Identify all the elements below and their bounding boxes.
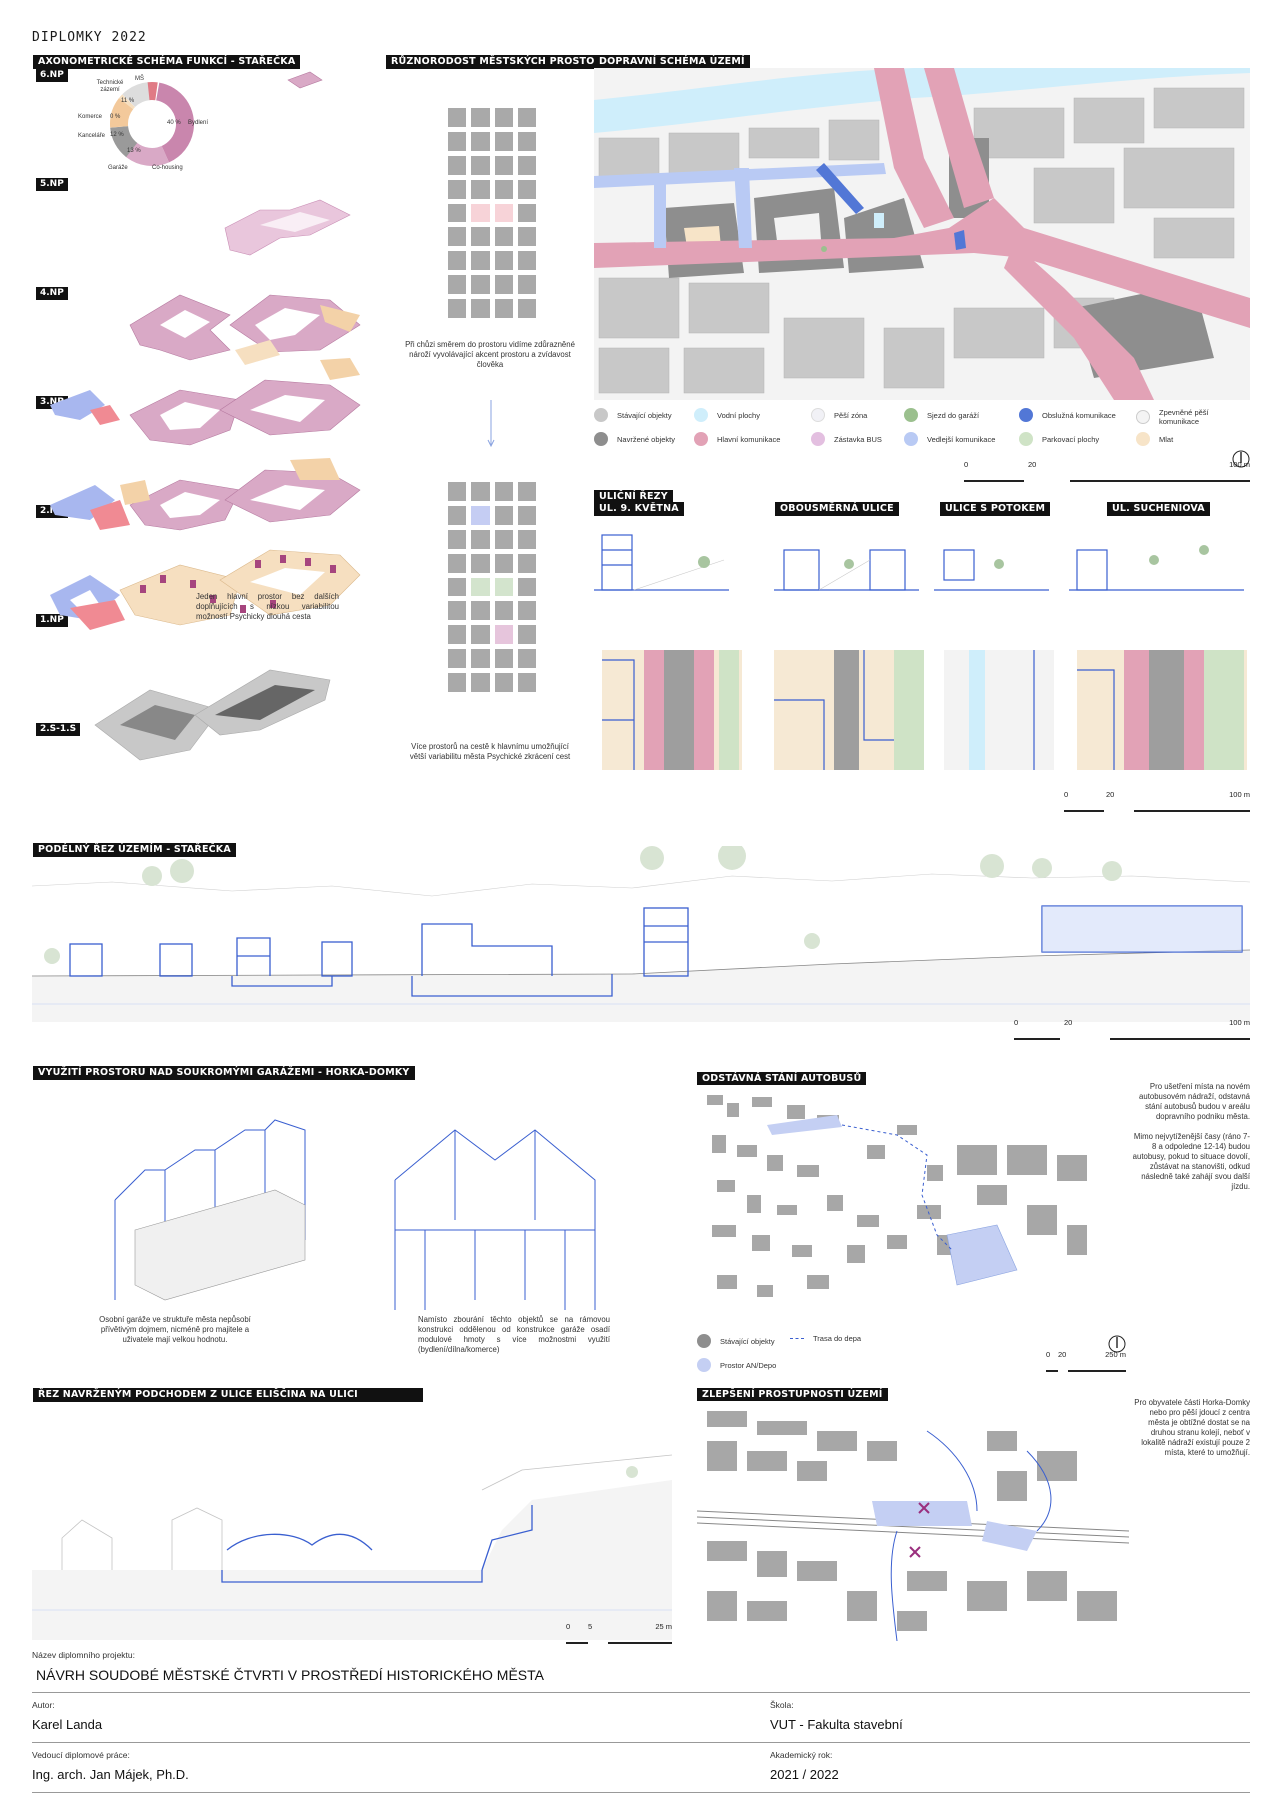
legend-vedlejsi: Vedlejší komunikace <box>904 432 995 446</box>
donut-label-kancelare: Kanceláře <box>78 133 106 139</box>
permeability-section-title: ZLEPŠENÍ PROSTUPNOSTI ÚZEMÍ <box>697 1388 888 1402</box>
donut-value-komerce: 0 % <box>110 114 121 120</box>
axo-floors-drawing <box>50 71 361 761</box>
long-section-drawing <box>32 846 1250 1022</box>
legend-vodni: Vodní plochy <box>694 408 760 422</box>
academic-year: 2021 / 2022 <box>770 1767 839 1782</box>
permeability-map <box>697 1401 1129 1641</box>
diverse-section-title: RŮZNORODOST MĚSTSKÝCH PROSTOR <box>386 55 608 69</box>
underpass-drawing <box>32 1454 672 1640</box>
bus-scale-bar: 0 20 250 m <box>1046 1350 1126 1374</box>
traffic-scale-bar: 0 20 100 m <box>964 460 1250 484</box>
page-title: DIPLOMKY 2022 <box>32 30 147 45</box>
street-section-potok: ULICE S POTOKEM <box>940 502 1051 516</box>
donut-label-ms: MŠ <box>135 76 144 82</box>
legend-navrzene: Navržené objekty <box>594 432 675 446</box>
donut-value-garaze: 13 % <box>127 148 141 154</box>
axo-section-title: AXONOMETRICKÉ SCHÉMA FUNKCÍ - STAŘEČKA <box>33 55 301 69</box>
floor-label-basement: 2.S-1.S <box>36 723 81 736</box>
garages-text-2: Namísto zbourání těchto objektů se na rá… <box>418 1315 610 1354</box>
traffic-section-title: DOPRAVNÍ SCHÉMA ÚZEMÍ <box>594 55 750 69</box>
garages-section-title: VYUŽITÍ PROSTORU NAD SOUKROMÝMI GARÁŽEMI… <box>33 1066 415 1080</box>
school-name: VUT - Fakulta stavební <box>770 1717 903 1732</box>
bus-north-arrow-icon <box>1108 1335 1126 1353</box>
floor-label-6np: 6.NP <box>36 69 68 82</box>
grid-diagram-bottom <box>448 482 536 692</box>
bus-legend-stavajici: Stávající objekty <box>697 1334 775 1348</box>
axo-note: Jeden hlavní prostor bez dalších doplňuj… <box>196 592 339 621</box>
donut-value-bydleni: 40 % <box>167 120 181 126</box>
function-donut-chart <box>110 82 194 166</box>
legend-sjezd: Sjezd do garáží <box>904 408 979 422</box>
diverse-text-1: Při chůzi směrem do prostoru vidíme zdůr… <box>405 340 575 369</box>
street-sections-drawing <box>594 534 1247 770</box>
long-section-title: PODÉLNÝ ŘEZ ÚZEMÍM - STAŘEČKA <box>33 843 236 857</box>
bus-map <box>697 1085 1129 1329</box>
donut-label-cohousing: Co-housing <box>152 165 183 171</box>
author-label: Autor: <box>32 1700 55 1710</box>
bus-text: Pro ušetření místa na novém autobusovém … <box>1132 1082 1250 1191</box>
legend-parkovaci: Parkovací plochy <box>1019 432 1099 446</box>
legend-zpevnene: Zpevněné pěší komunikace <box>1136 408 1236 426</box>
donut-value-kancelare: 12 % <box>110 132 124 138</box>
garages-text-1: Osobní garáže ve struktuře města nepůsob… <box>99 1315 251 1344</box>
legend-pesi-zona: Pěší zóna <box>811 408 867 422</box>
legend-hlavni: Hlavní komunikace <box>694 432 780 446</box>
street-section-sucheniova: UL. SUCHENIOVA <box>1107 502 1210 516</box>
year-label: Akademický rok: <box>770 1750 833 1760</box>
supervisor-name: Ing. arch. Jan Májek, Ph.D. <box>32 1767 189 1782</box>
legend-zastavka: Zástavka BUS <box>811 432 882 446</box>
legend-mlat: Mlat <box>1136 432 1173 446</box>
donut-value-tech: 11 % <box>121 98 135 104</box>
street-scale-bar: 0 20 100 m <box>1064 790 1250 814</box>
traffic-map <box>594 68 1250 400</box>
underpass-section-title: ŘEZ NAVRŽENÝM PODCHODEM Z ULICE ELIŠČINA… <box>33 1388 423 1402</box>
floor-label-1np: 1.NP <box>36 614 68 627</box>
street-section-obousmerna: OBOUSMĚRNÁ ULICE <box>775 502 899 516</box>
diverse-text-2: Více prostorů na cestě k hlavnímu umožňu… <box>409 742 571 761</box>
grid-diagram-top <box>448 108 536 318</box>
street-sections-title-2: UL. 9. KVĚTNA <box>594 502 684 516</box>
legend-obsluzna: Obslužná komunikace <box>1019 408 1116 422</box>
project-label: Název diplomního projektu: <box>32 1650 136 1660</box>
donut-label-bydleni: Bydlení <box>188 120 209 126</box>
author-name: Karel Landa <box>32 1717 103 1732</box>
donut-label-tech: Technické zázemí <box>96 80 124 93</box>
garages-drawing <box>114 1119 596 1310</box>
permeability-text: Pro obyvatele části Horka-Domky nebo pro… <box>1134 1398 1250 1457</box>
supervisor-label: Vedoucí diplomové práce: <box>32 1750 130 1760</box>
north-arrow-icon <box>1232 450 1250 468</box>
school-label: Škola: <box>770 1700 794 1710</box>
donut-label-komerce: Komerce <box>78 114 103 120</box>
underpass-scale-bar: 0 5 25 m <box>566 1622 672 1646</box>
project-name: NÁVRH SOUDOBÉ MĚSTSKÉ ČTVRTI V PROSTŘEDÍ… <box>36 1667 544 1683</box>
bus-legend-prostor: Prostor AN/Depo <box>697 1358 776 1372</box>
bus-section-title: ODSTÁVNÁ STÁNÍ AUTOBUSŮ <box>697 1072 867 1086</box>
street-sections-title-1: ULIČNÍ ŘEZY <box>594 490 673 504</box>
donut-label-garaze: Garáže <box>108 165 128 171</box>
legend-stavajici: Stávající objekty <box>594 408 672 422</box>
long-section-scale-bar: 0 20 100 m <box>1014 1018 1250 1042</box>
arrow-down-icon <box>487 400 495 448</box>
bus-legend-trasa: Trasa do depa <box>790 1334 861 1343</box>
floor-label-4np: 4.NP <box>36 287 68 300</box>
floor-label-5np: 5.NP <box>36 178 68 191</box>
